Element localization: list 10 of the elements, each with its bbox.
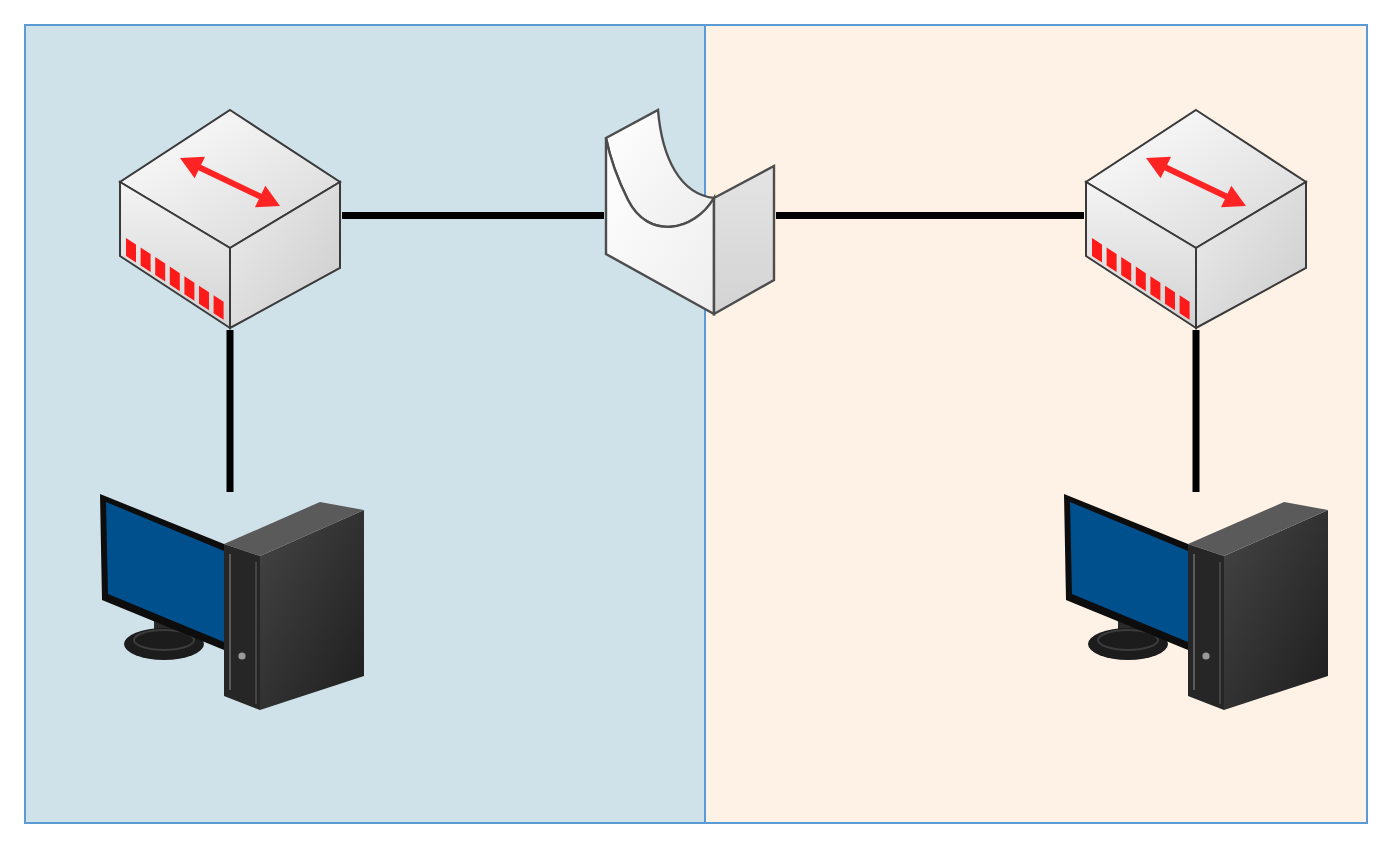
u-shaped-block-icon (604, 108, 776, 316)
network-zone-panel (24, 24, 706, 824)
desktop-computer-icon (98, 492, 366, 714)
connector-line (1192, 330, 1200, 492)
network-switch-icon (1084, 108, 1308, 330)
network-switch-icon (118, 108, 342, 330)
connector-line (342, 212, 604, 219)
network-zone-panel (704, 24, 1368, 824)
connector-line (226, 330, 234, 492)
desktop-computer-icon (1062, 492, 1330, 714)
